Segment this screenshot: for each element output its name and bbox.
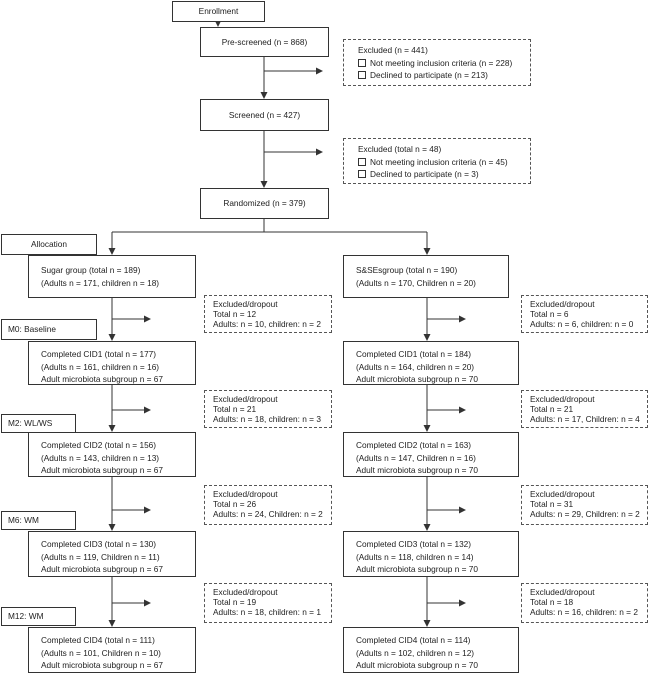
stage-m6-label: M6: WM [1, 511, 76, 530]
stage-m0-label: M0: Baseline [1, 319, 97, 340]
excluded-screened-title: Excluded (total n = 48) [358, 144, 442, 154]
sugar-cid1-box: Completed CID1 (total n = 177) (Adults n… [28, 341, 196, 385]
allocation-label: Allocation [1, 234, 97, 255]
sugar-dropout-m2-box: Excluded/dropout Total n = 21 Adults: n … [204, 390, 332, 428]
sugar-cid3-box: Completed CID3 (total n = 130) (Adults n… [28, 531, 196, 577]
sugar-group-box: Sugar group (total n = 189) (Adults n = … [28, 255, 196, 298]
stage-m12-label: M12: WM [1, 607, 76, 626]
sse-cid1-box: Completed CID1 (total n = 184) (Adults n… [343, 341, 519, 385]
checkbox-icon [358, 157, 366, 166]
sse-group-box: S&SEsgroup (total n = 190) (Adults n = 1… [343, 255, 509, 298]
sse-dropout-m12-box: Excluded/dropout Total n = 18 Adults: n … [521, 583, 648, 623]
excluded-screened-box: Excluded (total n = 48) Not meeting incl… [343, 138, 531, 184]
prescreened-box: Pre-screened (n = 868) [200, 27, 329, 57]
allocation-text: Allocation [31, 239, 67, 250]
sugar-dropout-m6-box: Excluded/dropout Total n = 26 Adults: n … [204, 485, 332, 525]
sse-cid3-box: Completed CID3 (total n = 132) (Adults n… [343, 531, 519, 577]
sugar-cid4-box: Completed CID4 (total n = 111) (Adults n… [28, 627, 196, 673]
enrollment-label: Enrollment [172, 1, 265, 22]
checkbox-icon [358, 58, 366, 67]
randomized-text: Randomized (n = 379) [223, 198, 306, 209]
prescreened-text: Pre-screened (n = 868) [221, 36, 308, 47]
excluded-prescreen-item: Not meeting inclusion criteria (n = 228) [358, 57, 530, 70]
sugar-dropout-m0-box: Excluded/dropout Total n = 12 Adults: n … [204, 295, 332, 333]
checkbox-icon [358, 71, 366, 79]
excluded-screened-item: Declined to participate (n = 3) [358, 168, 530, 181]
stage-m2-label: M2: WL/WS [1, 414, 76, 433]
screened-box: Screened (n = 427) [200, 99, 329, 131]
enrollment-text: Enrollment [198, 6, 239, 17]
sse-dropout-m2-box: Excluded/dropout Total n = 21 Adults: n … [521, 390, 648, 428]
sse-cid2-box: Completed CID2 (total n = 163) (Adults n… [343, 432, 519, 477]
randomized-box: Randomized (n = 379) [200, 188, 329, 219]
excluded-prescreen-item: Declined to participate (n = 213) [358, 69, 530, 82]
excluded-prescreen-title: Excluded (n = 441) [358, 45, 428, 55]
sugar-dropout-m12-box: Excluded/dropout Total n = 19 Adults: n … [204, 583, 332, 623]
checkbox-icon [358, 170, 366, 178]
excluded-screened-item: Not meeting inclusion criteria (n = 45) [358, 156, 530, 169]
excluded-prescreen-box: Excluded (n = 441) Not meeting inclusion… [343, 39, 531, 86]
sse-cid4-box: Completed CID4 (total n = 114) (Adults n… [343, 627, 519, 673]
screened-text: Screened (n = 427) [228, 109, 301, 120]
sse-dropout-m0-box: Excluded/dropout Total n = 6 Adults: n =… [521, 295, 648, 333]
sugar-cid2-box: Completed CID2 (total n = 156) (Adults n… [28, 432, 196, 477]
sse-dropout-m6-box: Excluded/dropout Total n = 31 Adults: n … [521, 485, 648, 525]
